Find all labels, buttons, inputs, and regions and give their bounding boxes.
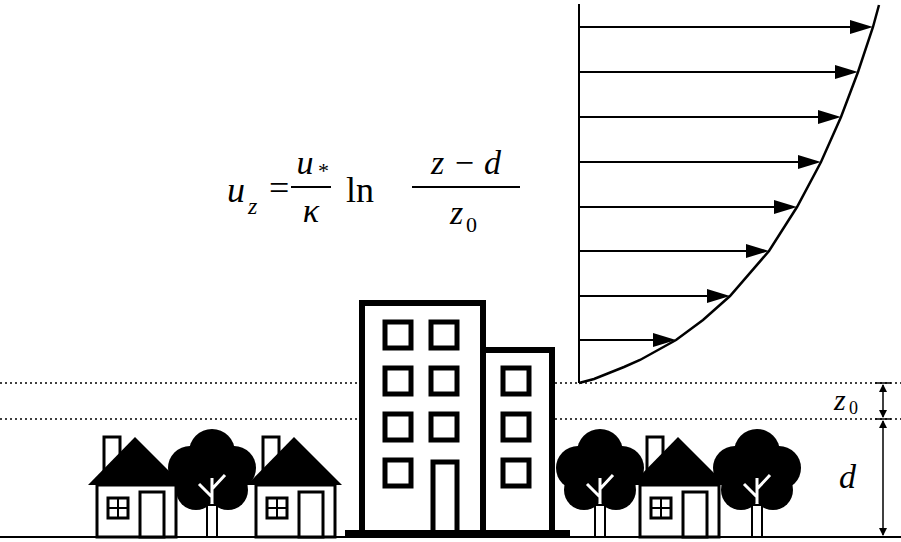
arrow-head xyxy=(818,110,841,124)
arrow-head xyxy=(746,244,769,258)
karman-constant: κ xyxy=(302,194,320,228)
house xyxy=(88,437,183,537)
arrow-head xyxy=(653,333,676,347)
velocity-arrow xyxy=(579,161,800,163)
building-window xyxy=(385,414,411,440)
height-minus-displacement: z − d xyxy=(430,146,502,180)
arrow-head xyxy=(850,20,873,34)
building-window xyxy=(385,460,411,486)
building-door xyxy=(433,462,457,535)
fraction-bar xyxy=(412,186,520,188)
roughness-subscript: 0 xyxy=(465,214,478,236)
wind-profile xyxy=(579,4,879,383)
building-window xyxy=(503,414,529,440)
equals-sign: = xyxy=(268,170,290,206)
dimension-tick xyxy=(875,418,891,420)
house xyxy=(247,437,342,537)
building-window xyxy=(385,368,411,394)
log-profile-curve xyxy=(579,5,879,383)
building-window xyxy=(503,368,529,394)
roughness-dimension-subscript: 0 xyxy=(848,399,859,417)
roughness-dimension-label: z xyxy=(833,385,847,415)
velocity-arrow xyxy=(579,206,776,208)
tree xyxy=(713,429,801,537)
building-window xyxy=(385,322,411,348)
ground-line xyxy=(0,536,901,538)
tall-building xyxy=(362,303,483,535)
velocity-arrow xyxy=(579,295,709,297)
building-base xyxy=(345,530,570,536)
building-window xyxy=(431,322,457,348)
dimension-arrow xyxy=(879,528,887,536)
friction-velocity-symbol: u xyxy=(296,146,315,180)
arrow-head xyxy=(798,155,821,169)
dimension-tick xyxy=(875,536,891,538)
arrow-head xyxy=(774,200,797,214)
dimension-arrow xyxy=(879,420,887,428)
velocity-arrow xyxy=(579,71,837,73)
velocity-arrow xyxy=(579,116,820,118)
velocity-arrow xyxy=(579,250,748,252)
dimension-line xyxy=(882,421,884,535)
tree xyxy=(168,429,256,537)
velocity-arrow xyxy=(579,339,655,341)
building-window xyxy=(431,368,457,394)
velocity-symbol: u xyxy=(226,172,246,208)
roughness-symbol: z xyxy=(449,196,464,230)
height-dimensions xyxy=(875,383,891,537)
log-function: ln xyxy=(345,172,375,208)
fraction-bar xyxy=(291,186,331,188)
dimension-arrow xyxy=(879,384,887,392)
arrow-head xyxy=(707,289,730,303)
friction-subscript: * xyxy=(317,160,330,182)
dimension-arrow xyxy=(879,410,887,418)
apartment-buildings xyxy=(345,303,570,535)
velocity-arrow xyxy=(579,26,852,28)
house xyxy=(631,437,726,537)
dimension-tick xyxy=(875,382,891,384)
building-window xyxy=(503,460,529,486)
profile-axis xyxy=(578,4,580,383)
low-building xyxy=(483,350,552,535)
displacement-dimension-label: d xyxy=(838,460,857,494)
building-window xyxy=(431,414,457,440)
tree xyxy=(556,429,644,537)
arrow-head xyxy=(835,65,858,79)
height-subscript: z xyxy=(247,194,258,218)
